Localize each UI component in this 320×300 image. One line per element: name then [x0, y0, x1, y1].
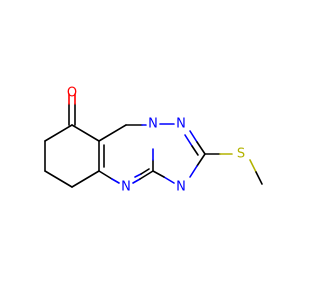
bond [255, 171, 263, 185]
bond [111, 178, 120, 184]
bond [189, 130, 198, 143]
bond [196, 141, 206, 155]
bond [152, 170, 165, 178]
bonds [44, 93, 263, 188]
atom-nitrogen-label: N [121, 180, 131, 195]
bond [139, 170, 154, 180]
bond [98, 170, 113, 180]
bond [44, 170, 73, 188]
bond [163, 176, 175, 184]
bond [71, 124, 100, 142]
bond [44, 124, 73, 142]
atom-nitrogen-label: N [176, 180, 186, 195]
molecule-structure: O N N N N S [44, 86, 263, 195]
bond [249, 159, 257, 173]
bond [140, 168, 150, 175]
bond [196, 153, 206, 167]
atom-nitrogen-label: N [148, 117, 158, 132]
atom-oxygen-label: O [67, 86, 77, 101]
bond [191, 145, 199, 156]
bond [98, 124, 127, 142]
bond [184, 134, 193, 147]
atom-nitrogen-label: N [176, 117, 186, 132]
bond [71, 170, 100, 188]
bond [132, 178, 141, 184]
bond [189, 165, 198, 178]
atom-sulfur-label: S [237, 147, 245, 162]
bond [134, 173, 142, 178]
atom-labels: O N N N N S [67, 86, 245, 195]
